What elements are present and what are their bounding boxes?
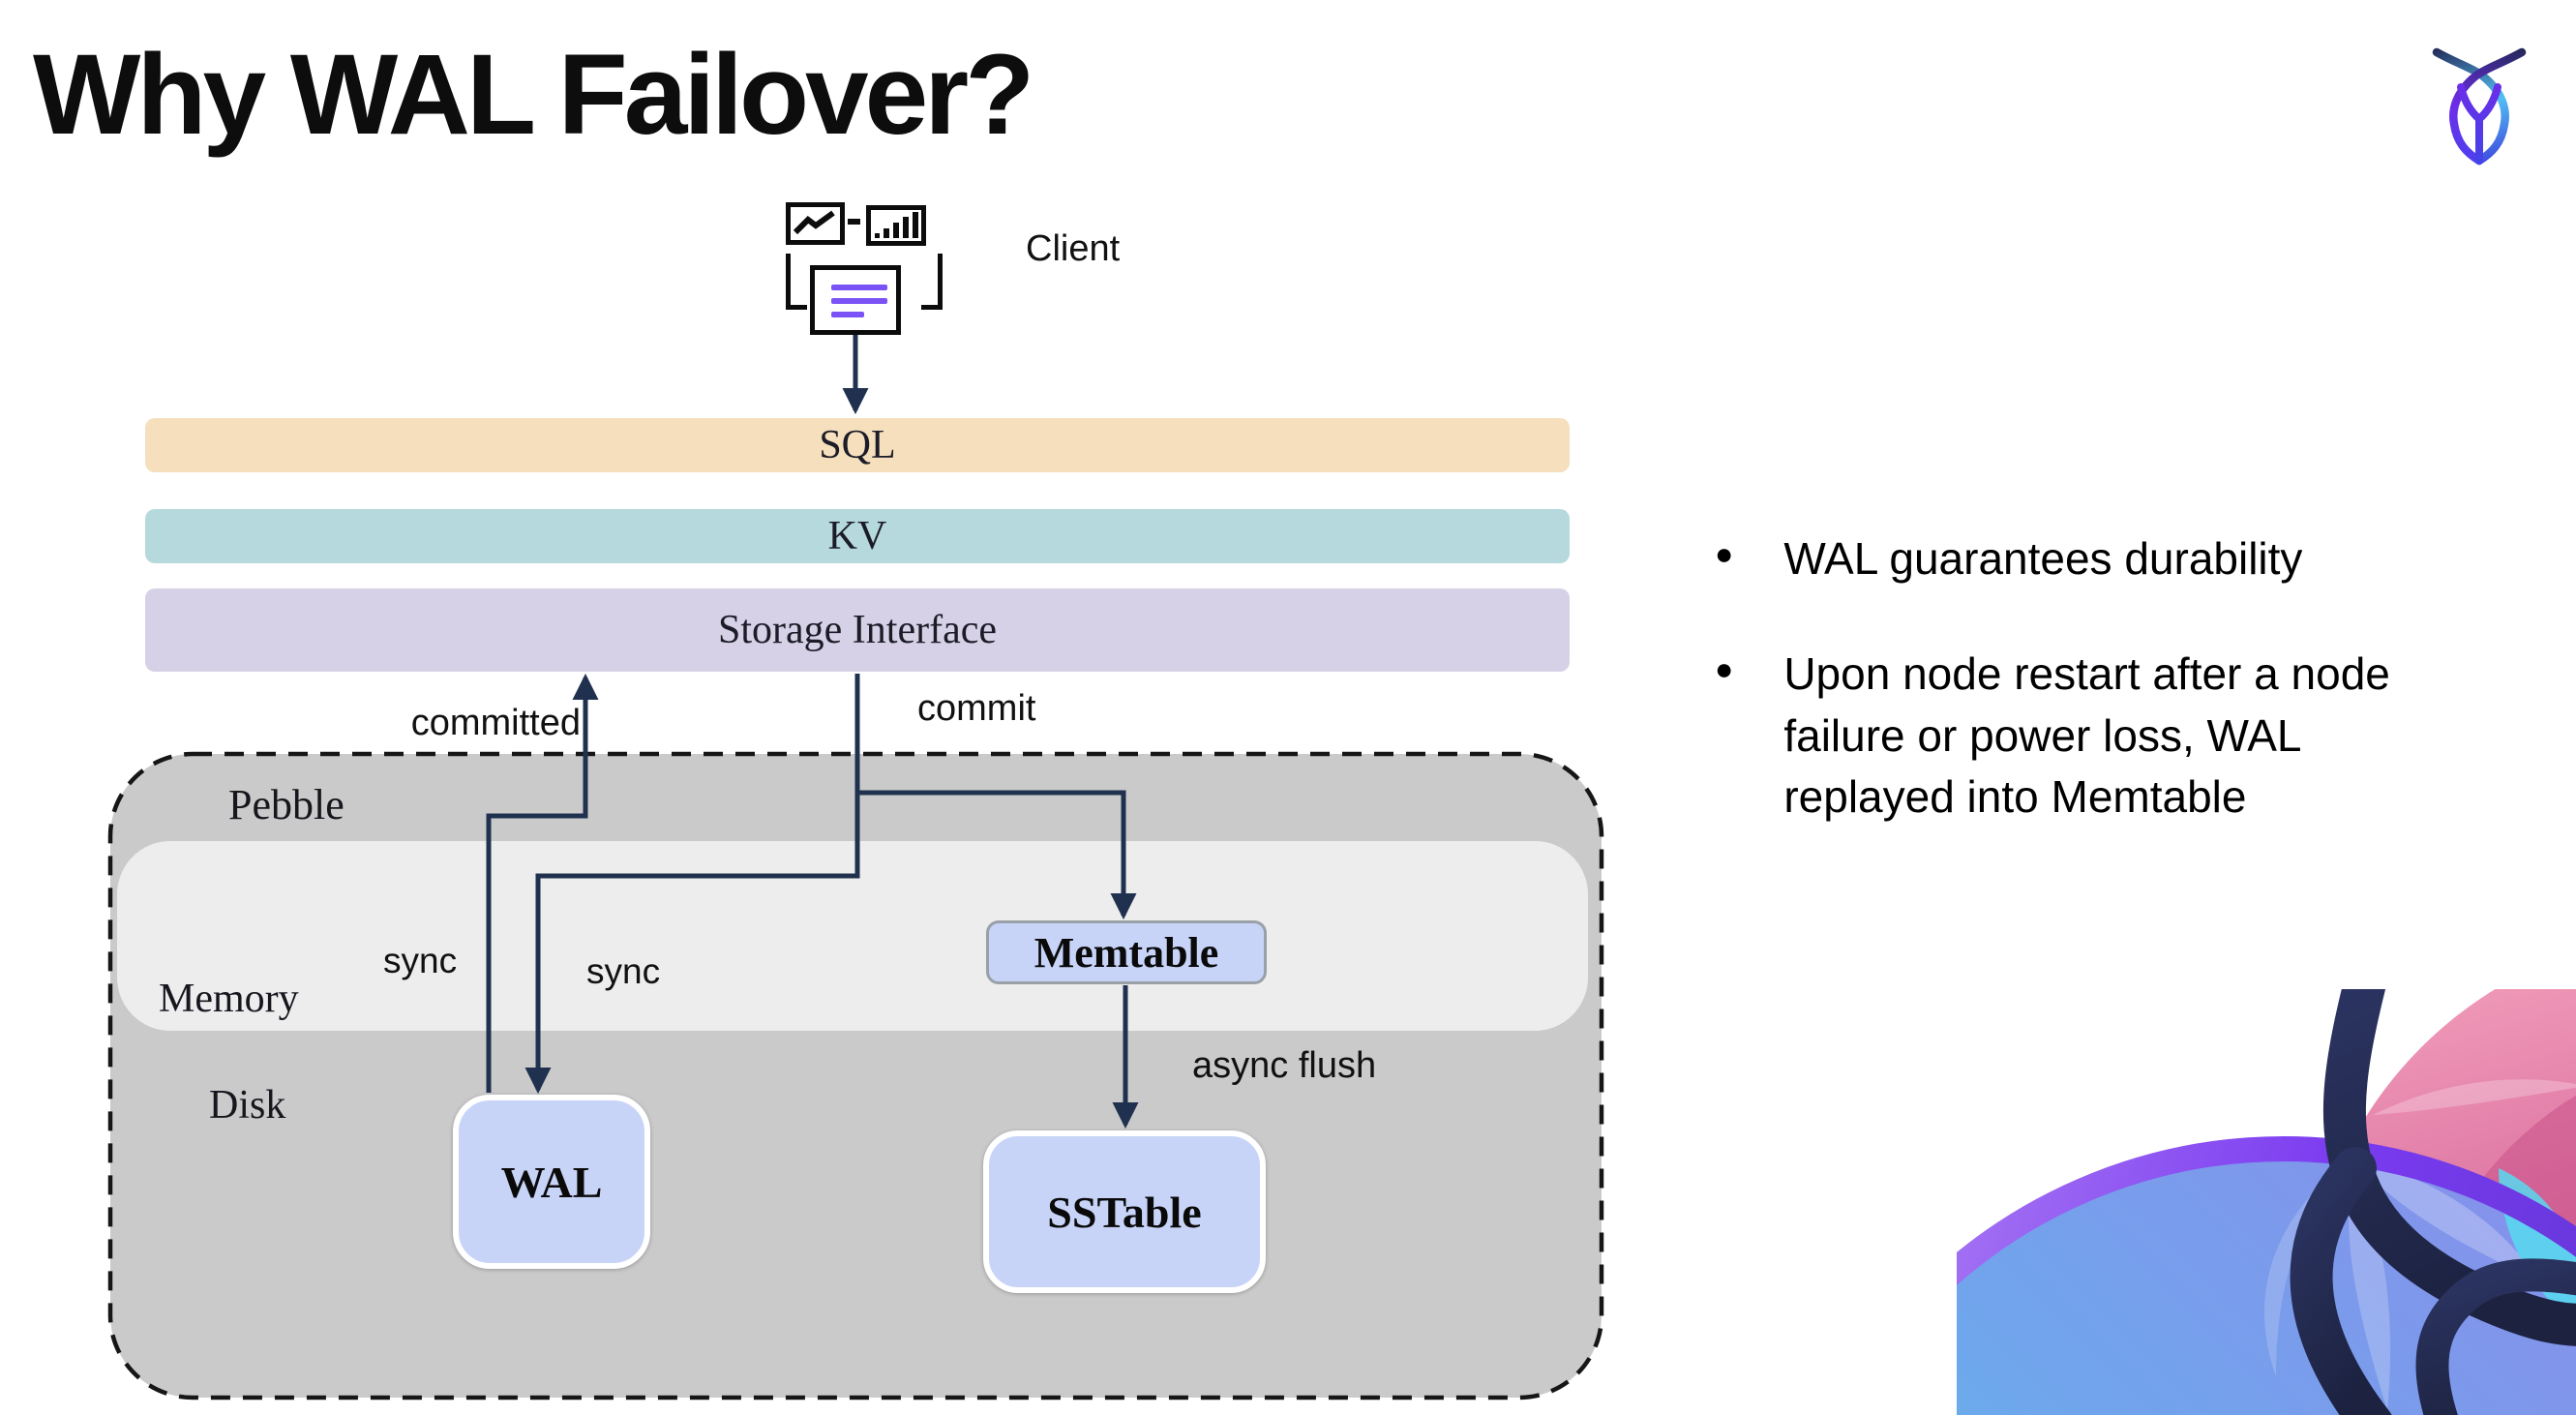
- disk-label: Disk: [209, 1083, 286, 1128]
- document-line: [831, 312, 864, 317]
- pebble-label: Pebble: [228, 781, 344, 828]
- layer-bar-sql: SQL: [145, 418, 1570, 472]
- edge-committed-arrow: [486, 673, 599, 1093]
- layer-label-sql: SQL: [819, 423, 896, 467]
- document-line: [831, 285, 887, 290]
- cockroachdb-logo-icon: [2432, 47, 2527, 166]
- memory-label: Memory: [159, 977, 299, 1021]
- bullet-item: ● WAL guarantees durability: [1715, 528, 2403, 589]
- bar-chart-icon: [866, 205, 926, 246]
- bullet-text: Upon node restart after a node failure o…: [1783, 648, 2390, 823]
- layer-bar-kv: KV: [145, 509, 1570, 563]
- edge-label-sync-left: sync: [383, 941, 458, 980]
- wal-node: WAL: [453, 1095, 650, 1269]
- layer-label-storage-interface: Storage Interface: [718, 608, 997, 652]
- sstable-node: SSTable: [983, 1130, 1266, 1293]
- edge-sync-arrow: [524, 674, 860, 1095]
- memtable-node: Memtable: [986, 920, 1267, 984]
- sstable-label: SSTable: [1047, 1187, 1202, 1237]
- line-chart-glyph: [793, 210, 835, 235]
- bullet-text: WAL guarantees durability: [1783, 533, 2303, 584]
- client-label: Client: [1026, 228, 1121, 269]
- memory-band: [117, 841, 1588, 1031]
- bullet-dot-icon: ●: [1715, 536, 1734, 571]
- memtable-label: Memtable: [1033, 928, 1219, 977]
- bullet-item: ● Upon node restart after a node failure…: [1715, 644, 2403, 828]
- corner-artwork: [1957, 989, 2576, 1415]
- document-icon: [810, 265, 901, 335]
- bullet-list: ● WAL guarantees durability ● Upon node …: [1715, 528, 2403, 883]
- bracket-left-icon: [786, 254, 807, 310]
- layer-label-kv: KV: [827, 514, 887, 558]
- bullet-dot-icon: ●: [1715, 651, 1734, 687]
- page-title: Why WAL Failover?: [33, 31, 1034, 159]
- layer-bar-storage-interface: Storage Interface: [145, 588, 1570, 672]
- client-icon: [784, 199, 944, 337]
- edge-label-sync-right: sync: [586, 951, 661, 991]
- document-line: [831, 298, 887, 304]
- wal-label: WAL: [500, 1157, 603, 1207]
- bar-chart-glyph: [875, 212, 918, 238]
- bracket-right-icon: [921, 254, 943, 310]
- line-chart-icon: [786, 202, 845, 245]
- edge-label-commit: commit: [917, 688, 1036, 729]
- edge-label-committed: committed: [410, 703, 581, 743]
- edge-label-async-flush: async flush: [1192, 1045, 1377, 1086]
- dash-icon: [848, 219, 860, 225]
- edge-commit-arrow: [857, 790, 1137, 920]
